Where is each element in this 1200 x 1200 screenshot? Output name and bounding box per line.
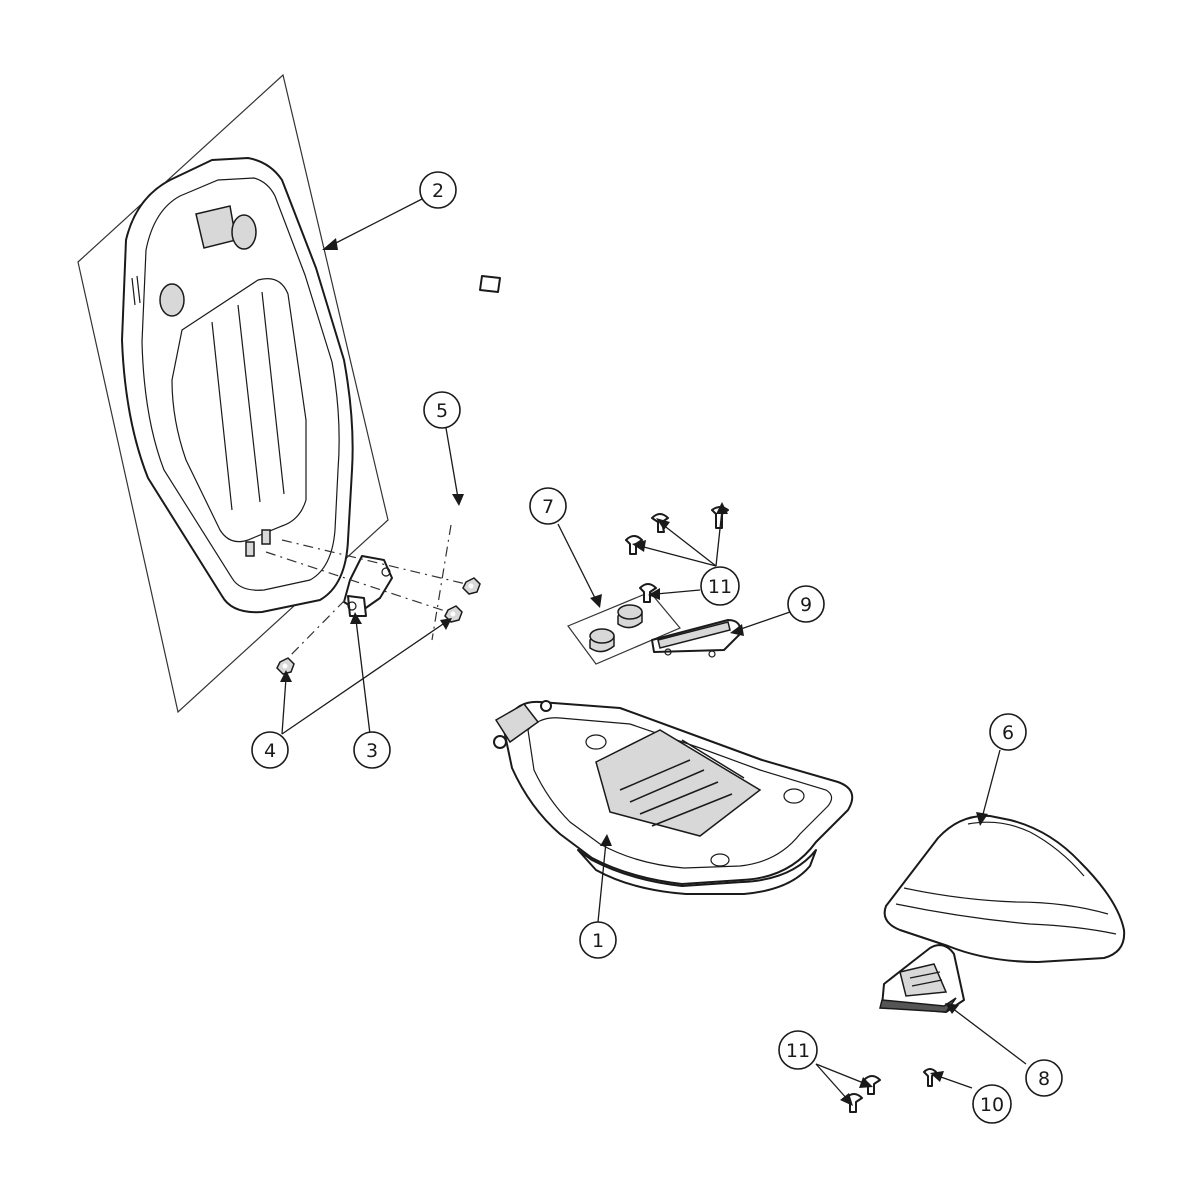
part-4-nuts	[276, 577, 481, 675]
part-5-bolt	[431, 275, 501, 641]
part-10-screw	[923, 1068, 937, 1087]
callout-6-label: 6	[1002, 722, 1014, 744]
assembly-lines	[265, 539, 467, 663]
callout-10-label: 10	[980, 1094, 1004, 1116]
part-7-bumpers	[567, 591, 681, 665]
part-3-bracket	[343, 555, 393, 617]
callout-2: 2	[419, 171, 457, 209]
callout-6: 6	[989, 713, 1027, 751]
callout-4: 4	[251, 731, 289, 769]
callout-11-upper-label: 11	[708, 576, 732, 598]
callout-5: 5	[423, 391, 461, 429]
callout-2-label: 2	[432, 180, 444, 202]
callout-1-label: 1	[592, 930, 604, 952]
part-7-frame	[567, 591, 681, 665]
callout-1: 1	[579, 921, 617, 959]
part-1-slots	[619, 739, 745, 827]
part-8-bracket	[879, 944, 965, 1013]
leader-lines	[280, 198, 1027, 1106]
callout-10: 10	[972, 1084, 1012, 1124]
callout-8-label: 8	[1038, 1068, 1050, 1090]
callout-3-label: 3	[366, 740, 378, 762]
callout-7: 7	[529, 487, 567, 525]
callout-11-lower: 11	[778, 1030, 818, 1070]
part-6-rear-cowl	[883, 814, 1126, 963]
callout-11-upper: 11	[700, 566, 740, 606]
callout-9-label: 9	[800, 594, 812, 616]
callout-8: 8	[1025, 1059, 1063, 1097]
part-2-frame	[77, 73, 389, 714]
callout-11-lower-label: 11	[786, 1040, 810, 1062]
callout-3: 3	[353, 731, 391, 769]
part-2-seat-back	[77, 73, 389, 714]
part-1-seat-base	[493, 700, 854, 895]
callout-4-label: 4	[264, 740, 276, 762]
callout-7-label: 7	[542, 496, 554, 518]
callout-9: 9	[787, 585, 825, 623]
part-9-cover-plate	[651, 619, 742, 658]
callout-5-label: 5	[436, 400, 448, 422]
